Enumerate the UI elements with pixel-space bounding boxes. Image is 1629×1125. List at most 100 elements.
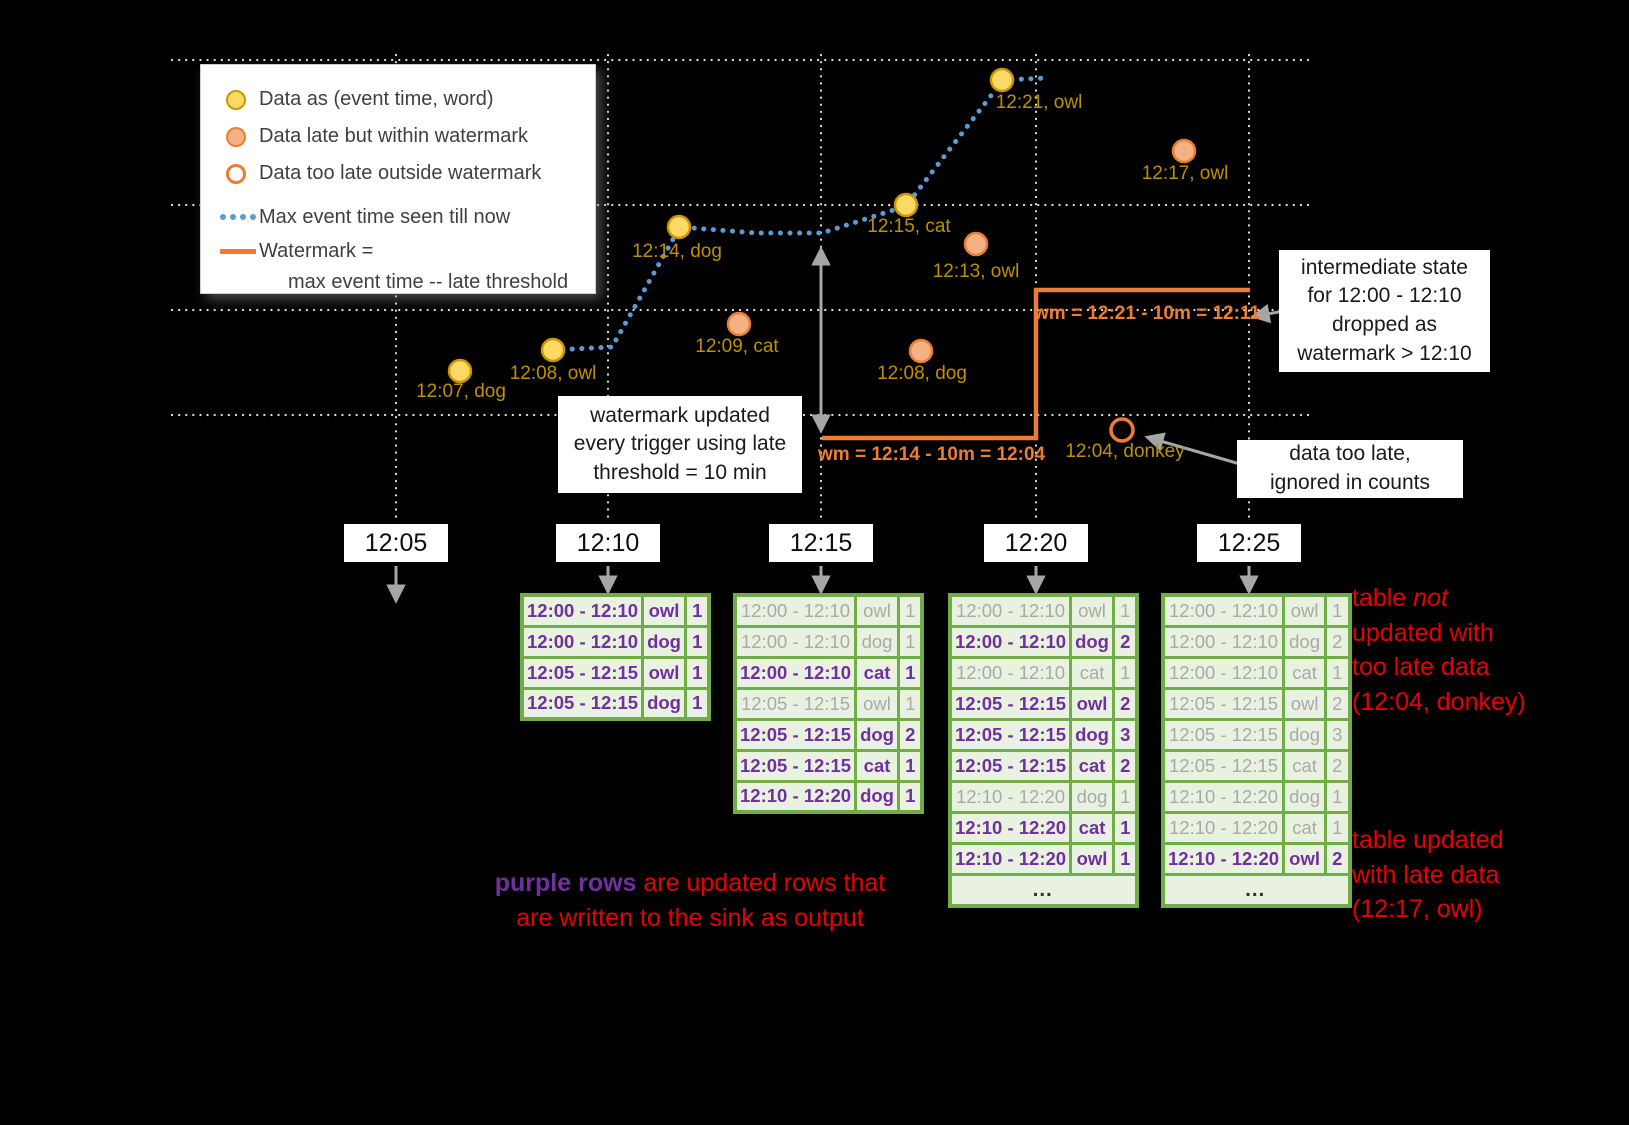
cell-word: dog — [1069, 779, 1115, 814]
cell-word: owl — [854, 593, 900, 628]
legend: Data as (event time, word) Data late but… — [200, 64, 596, 294]
text-line: table not — [1352, 584, 1448, 612]
cell-count: 3 — [1324, 717, 1352, 752]
cell-word: cat — [854, 748, 900, 783]
cell-count: 1 — [1111, 810, 1139, 845]
legend-label: Data too late outside watermark — [259, 162, 542, 184]
time-axis-label-1220: 12:20 — [984, 524, 1088, 562]
data-point-label: 12:08, owl — [510, 363, 597, 384]
legend-label: max event time -- late threshold — [288, 270, 569, 293]
time-axis-label-1205: 12:05 — [344, 524, 448, 562]
legend-item-on-time: Data as (event time, word) — [219, 81, 585, 118]
gray-arrows — [386, 246, 1285, 604]
ellipsis-cell: … — [948, 872, 1139, 907]
cell-count: 2 — [1111, 624, 1139, 659]
cell-word: owl — [641, 655, 687, 690]
cell-word: dog — [854, 779, 900, 814]
cell-count: 1 — [896, 655, 924, 690]
cell-window: 12:05 - 12:15 — [1161, 748, 1286, 783]
on-time-data-point — [666, 214, 692, 240]
cell-count: 2 — [1324, 686, 1352, 721]
cell-window: 12:00 - 12:10 — [948, 624, 1073, 659]
cell-count: 1 — [1324, 655, 1352, 690]
cell-word: cat — [1069, 810, 1115, 845]
text-line: watermark > 12:10 — [1297, 341, 1472, 365]
late-data-point — [1171, 138, 1197, 164]
cell-count: 1 — [683, 624, 711, 659]
data-point-label: 12:08, dog — [877, 363, 967, 384]
cell-window: 12:00 - 12:10 — [520, 624, 645, 659]
watermark-line — [822, 287, 1250, 441]
text-line: are written to the sink as output — [516, 903, 864, 932]
legend-label: Max event time seen till now — [259, 205, 511, 228]
text-line: for 12:00 - 12:10 — [1307, 284, 1462, 308]
cell-count: 1 — [1111, 655, 1139, 690]
watermark-line-icon — [220, 248, 256, 254]
cell-window: 12:10 - 12:20 — [948, 810, 1073, 845]
cell-window: 12:05 - 12:15 — [1161, 717, 1286, 752]
cell-count: 2 — [1111, 748, 1139, 783]
legend-item-too-late: Data too late outside watermark — [219, 155, 585, 192]
text-line: with late data — [1352, 860, 1500, 889]
on-time-data-point — [893, 192, 919, 218]
text-line: too late data — [1352, 653, 1490, 681]
cell-window: 12:05 - 12:15 — [948, 748, 1073, 783]
cell-window: 12:05 - 12:15 — [733, 686, 858, 721]
cell-window: 12:10 - 12:20 — [1161, 810, 1286, 845]
cell-window: 12:00 - 12:10 — [733, 655, 858, 690]
cell-window: 12:05 - 12:15 — [733, 717, 858, 752]
cell-window: 12:00 - 12:10 — [520, 593, 645, 628]
late-data-point — [963, 231, 989, 257]
ellipsis-row: … — [948, 872, 1139, 907]
cell-count: 1 — [896, 686, 924, 721]
cell-word: cat — [1282, 748, 1328, 783]
text-line: every trigger using late — [573, 432, 787, 456]
cell-count: 2 — [1324, 624, 1352, 659]
cell-window: 12:05 - 12:15 — [948, 717, 1073, 752]
cell-window: 12:00 - 12:10 — [1161, 624, 1286, 659]
cell-word: cat — [1282, 810, 1328, 845]
cell-word: owl — [1069, 593, 1115, 628]
legend-item-watermark: Watermark = — [219, 234, 585, 268]
cell-count: 1 — [896, 593, 924, 628]
cell-word: dog — [1069, 624, 1115, 659]
text-line: intermediate state — [1301, 255, 1468, 279]
legend-label: Data late but within watermark — [259, 125, 529, 147]
watermark-value-label-1215: wm = 12:14 - 10m = 12:04 — [818, 444, 1046, 465]
cell-word: owl — [1069, 686, 1115, 721]
data-point-label: 12:21, owl — [996, 92, 1083, 113]
cell-window: 12:10 - 12:20 — [733, 779, 858, 814]
data-point-label: 12:17, owl — [1142, 163, 1229, 184]
too-late-data-point — [1109, 417, 1135, 443]
on-time-data-point — [989, 67, 1015, 93]
cell-count: 1 — [896, 624, 924, 659]
data-point-label: 12:14, dog — [632, 241, 722, 262]
cell-count: 1 — [683, 686, 711, 721]
cell-count: 1 — [896, 748, 924, 783]
callout-data-too-late: data too late,ignored in counts — [1237, 440, 1463, 498]
late-point-icon — [226, 126, 246, 147]
on-time-data-point — [540, 337, 566, 363]
